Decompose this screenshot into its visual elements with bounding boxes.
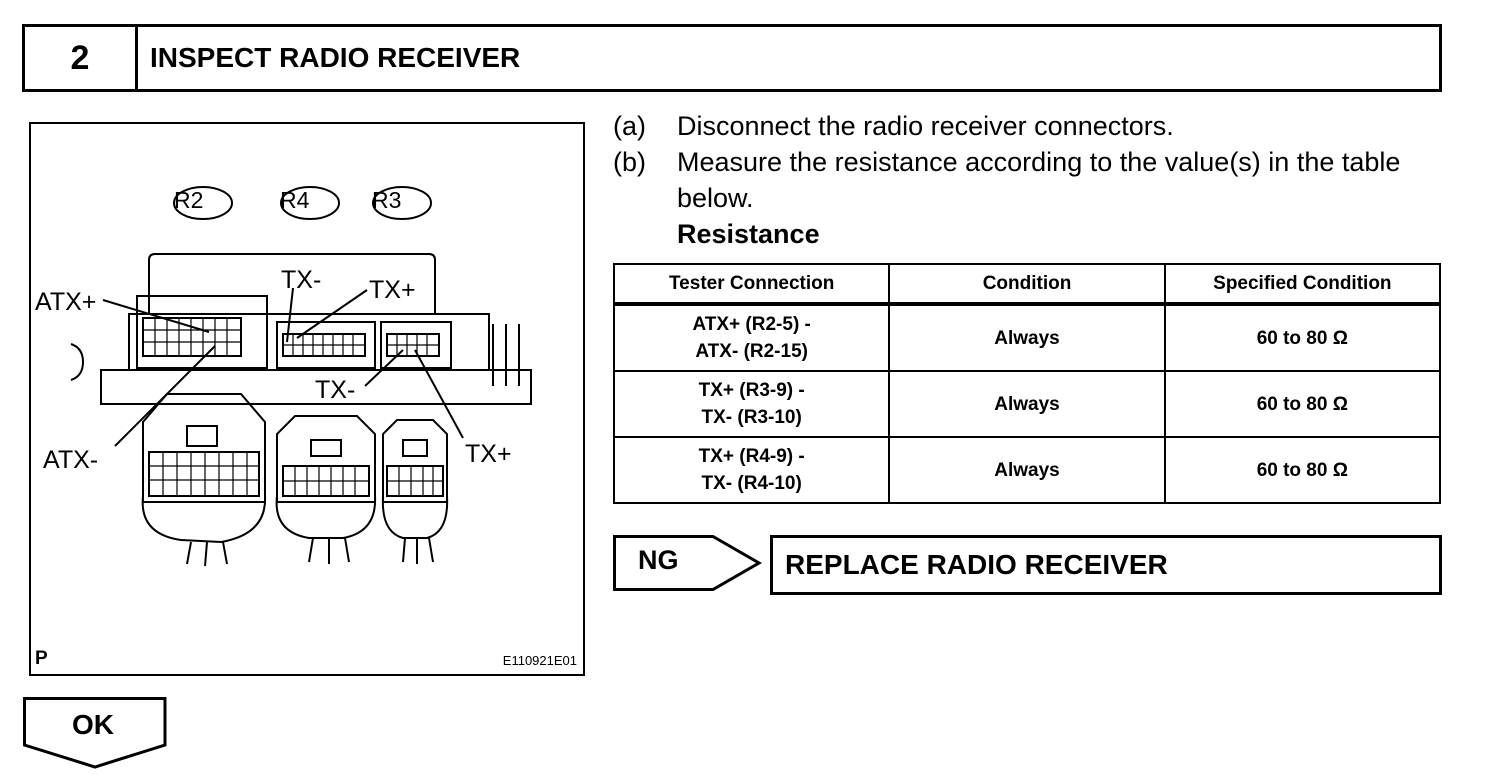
header-tester-connection: Tester Connection bbox=[612, 263, 891, 306]
receiver-flange bbox=[128, 313, 490, 371]
resistance-heading: Resistance bbox=[677, 219, 820, 249]
ng-label: NG bbox=[638, 545, 679, 575]
step-header: 2 INSPECT RADIO RECEIVER bbox=[22, 24, 1442, 92]
plug-r4 bbox=[276, 415, 376, 503]
connection-line-2: TX- (R3-10) bbox=[701, 407, 802, 428]
leader-tx-minus-top bbox=[286, 287, 294, 343]
leader-tx-plus-right bbox=[414, 349, 464, 439]
ok-label: OK bbox=[72, 709, 114, 740]
ng-arrow-shape bbox=[613, 535, 763, 591]
instruction-b: (b) Measure the resistance according to … bbox=[613, 144, 1443, 216]
leader-tx-plus-top bbox=[296, 289, 368, 339]
ng-action-box: REPLACE RADIO RECEIVER bbox=[770, 535, 1442, 595]
plug-r3 bbox=[382, 419, 448, 503]
label-tx-minus-mid: TX- bbox=[315, 376, 356, 404]
cell-tester-connection: TX+ (R4-9) - TX- (R4-10) bbox=[612, 436, 891, 504]
cell-specified-condition: 60 to 80 Ω bbox=[1163, 436, 1442, 504]
cell-specified-condition: 60 to 80 Ω bbox=[1163, 370, 1442, 438]
figure-corner-mark: P bbox=[35, 648, 48, 669]
instruction-list: (a) Disconnect the radio receiver connec… bbox=[613, 108, 1443, 252]
step-number: 2 bbox=[25, 27, 138, 89]
table-row: TX+ (R3-9) - TX- (R3-10) Always 60 to 80… bbox=[612, 370, 1442, 438]
instruction-a-key: (a) bbox=[613, 111, 646, 141]
callout-r4-oval bbox=[280, 186, 340, 220]
cell-condition: Always bbox=[888, 370, 1166, 438]
connector-illustration: R2 R4 R3 ATX+ ATX- TX- TX+ TX- TX+ P E11… bbox=[29, 122, 585, 676]
ok-arrow-shape bbox=[23, 697, 167, 769]
wires-r3 bbox=[381, 495, 449, 539]
cell-condition: Always bbox=[888, 436, 1166, 504]
callout-r3-oval bbox=[372, 186, 432, 220]
label-atx-minus: ATX- bbox=[43, 446, 99, 474]
instruction-a-text: Disconnect the radio receiver connectors… bbox=[677, 111, 1174, 141]
leader-atx-plus bbox=[102, 299, 210, 333]
cell-condition: Always bbox=[888, 303, 1166, 372]
socket-r2 bbox=[136, 295, 268, 369]
header-specified-condition: Specified Condition bbox=[1163, 263, 1442, 306]
figure-code: E110921E01 bbox=[502, 653, 577, 668]
table-row: TX+ (R4-9) - TX- (R4-10) Always 60 to 80… bbox=[612, 436, 1442, 504]
connection-line-1: TX+ (R3-9) - bbox=[698, 380, 805, 401]
socket-r4 bbox=[276, 321, 376, 369]
instruction-b-key: (b) bbox=[613, 147, 646, 177]
mount-left bbox=[70, 343, 85, 381]
connection-line-2: TX- (R4-10) bbox=[701, 473, 802, 494]
callout-r2-oval bbox=[173, 186, 233, 220]
leader-atx-minus bbox=[114, 345, 216, 447]
connector-drawing bbox=[70, 186, 532, 567]
instruction-b-text: Measure the resistance according to the … bbox=[677, 147, 1401, 213]
header-condition: Condition bbox=[888, 263, 1166, 306]
connection-line-1: TX+ (R4-9) - bbox=[698, 446, 805, 467]
leader-tx-minus-mid bbox=[364, 349, 404, 387]
table-header-row: Tester Connection Condition Specified Co… bbox=[612, 263, 1442, 306]
callout-r4-label: R4 bbox=[280, 187, 310, 213]
table-row: ATX+ (R2-5) - ATX- (R2-15) Always 60 to … bbox=[612, 303, 1442, 372]
wires-r4 bbox=[275, 495, 377, 539]
step-title: INSPECT RADIO RECEIVER bbox=[150, 42, 521, 73]
connection-line-2: ATX- (R2-15) bbox=[695, 341, 808, 362]
instruction-a: (a) Disconnect the radio receiver connec… bbox=[613, 108, 1443, 144]
callout-r3-label: R3 bbox=[372, 187, 402, 213]
resistance-table: Tester Connection Condition Specified Co… bbox=[612, 263, 1442, 504]
cell-specified-condition: 60 to 80 Ω bbox=[1163, 303, 1442, 372]
receiver-body bbox=[148, 253, 436, 314]
label-tx-minus-top: TX- bbox=[281, 266, 322, 294]
wires-r2 bbox=[141, 495, 267, 544]
label-tx-plus-top: TX+ bbox=[369, 276, 416, 304]
socket-r3 bbox=[380, 321, 452, 369]
callout-r2-label: R2 bbox=[174, 187, 204, 213]
label-tx-plus-right: TX+ bbox=[465, 440, 512, 468]
cell-tester-connection: TX+ (R3-9) - TX- (R3-10) bbox=[612, 370, 891, 438]
label-atx-plus: ATX+ bbox=[35, 288, 97, 316]
cell-tester-connection: ATX+ (R2-5) - ATX- (R2-15) bbox=[612, 303, 891, 372]
connection-line-1: ATX+ (R2-5) - bbox=[692, 314, 811, 335]
